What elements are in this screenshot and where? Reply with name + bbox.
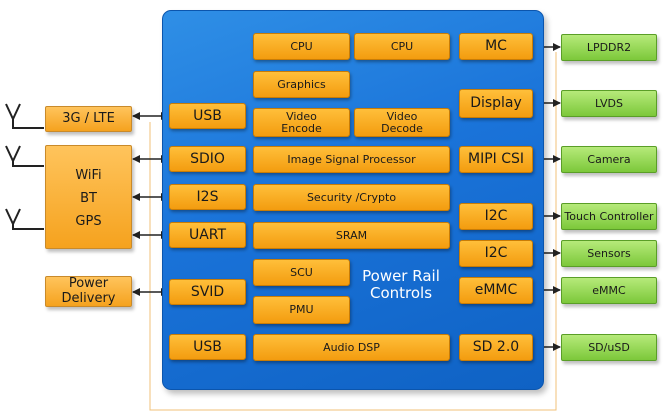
antenna-icon bbox=[5, 103, 44, 129]
video-decode-block: Video Decode bbox=[354, 108, 450, 137]
port-mipi-csi: MIPI CSI bbox=[459, 146, 533, 173]
isp-block: Image Signal Processor bbox=[253, 146, 450, 173]
port-usb-top: USB bbox=[169, 103, 246, 129]
port-display: Display bbox=[459, 89, 533, 118]
antenna-icon bbox=[5, 145, 44, 167]
port-usb-bottom: USB bbox=[169, 334, 246, 360]
lvds-device: LVDS bbox=[561, 90, 657, 117]
touch-controller-device: Touch Controller bbox=[561, 203, 657, 230]
sd-usd-device: SD/uSD bbox=[561, 334, 657, 361]
port-mc: MC bbox=[459, 33, 533, 60]
port-i2s: I2S bbox=[169, 184, 246, 210]
antenna-icon bbox=[5, 208, 44, 230]
camera-device: Camera bbox=[561, 146, 657, 173]
emmc-device: eMMC bbox=[561, 277, 657, 304]
port-i2c-2: I2C bbox=[459, 240, 533, 267]
video-encode-block: Video Encode bbox=[253, 108, 350, 137]
cpu-block-2: CPU bbox=[354, 33, 450, 60]
wifi-label: WiFi bbox=[75, 168, 102, 183]
security-block: Security /Crypto bbox=[253, 184, 450, 211]
bt-label: BT bbox=[80, 191, 97, 206]
wireless-module: WiFi BT GPS bbox=[45, 145, 132, 249]
audio-dsp-block: Audio DSP bbox=[253, 334, 450, 361]
power-rail-caption: Power Rail Controls bbox=[362, 267, 440, 303]
scu-block: SCU bbox=[253, 259, 350, 286]
power-delivery-module: Power Delivery bbox=[45, 276, 132, 307]
port-i2c-1: I2C bbox=[459, 203, 533, 230]
sensors-device: Sensors bbox=[561, 240, 657, 267]
sram-block: SRAM bbox=[253, 222, 450, 249]
lpddr2-device: LPDDR2 bbox=[561, 34, 657, 61]
cpu-block-1: CPU bbox=[253, 33, 350, 60]
port-sd: SD 2.0 bbox=[459, 334, 533, 361]
port-uart: UART bbox=[169, 222, 246, 248]
port-svid: SVID bbox=[169, 279, 246, 305]
gps-label: GPS bbox=[75, 214, 102, 229]
power-rail-line bbox=[149, 52, 557, 411]
pmu-block: PMU bbox=[253, 296, 350, 324]
graphics-block: Graphics bbox=[253, 71, 350, 98]
lte-module: 3G / LTE bbox=[45, 106, 132, 132]
port-emmc: eMMC bbox=[459, 277, 533, 304]
port-sdio: SDIO bbox=[169, 146, 246, 172]
